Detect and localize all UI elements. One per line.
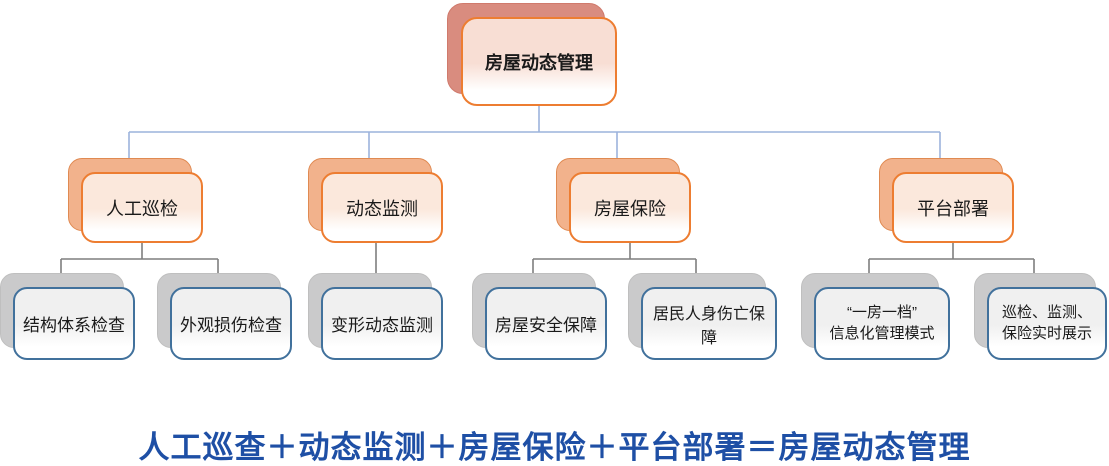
leaf-label: 外观损伤检查	[170, 287, 292, 360]
tier2-connectors	[60, 243, 1035, 274]
branch-label: 房屋保险	[569, 172, 691, 243]
leaf-label: 巡检、监测、 保险实时展示	[987, 287, 1107, 360]
leaf-structural-system-check: 结构体系检查	[0, 273, 135, 360]
branch-housing-insurance: 房屋保险	[556, 158, 691, 243]
leaf-realtime-display: 巡检、监测、 保险实时展示	[974, 273, 1107, 360]
branch-label: 平台部署	[892, 172, 1014, 243]
branch-label: 动态监测	[321, 172, 443, 243]
leaf-appearance-damage-check: 外观损伤检查	[157, 273, 292, 360]
branch-platform-deployment: 平台部署	[879, 158, 1014, 243]
leaf-resident-injury-guarantee: 居民人身伤亡保障	[628, 273, 777, 360]
branch-label: 人工巡检	[81, 172, 203, 243]
root-node-label: 房屋动态管理	[461, 17, 617, 106]
leaf-label: 结构体系检查	[13, 287, 135, 360]
leaf-deformation-monitoring: 变形动态监测	[308, 273, 443, 360]
branch-manual-inspection: 人工巡检	[68, 158, 203, 243]
summary-formula: 人工巡查＋动态监测＋房屋保险＋平台部署＝房屋动态管理	[138, 430, 971, 465]
leaf-housing-safety-guarantee: 房屋安全保障	[472, 273, 607, 360]
leaf-one-house-one-file: “一房一档” 信息化管理模式	[801, 273, 950, 360]
leaf-label: 变形动态监测	[321, 287, 443, 360]
leaf-label: 房屋安全保障	[485, 287, 607, 360]
leaf-label: “一房一档” 信息化管理模式	[814, 287, 950, 360]
tier1-connectors	[128, 106, 941, 159]
branch-dynamic-monitoring: 动态监测	[308, 158, 443, 243]
root-node: 房屋动态管理	[447, 3, 617, 106]
leaf-label: 居民人身伤亡保障	[641, 287, 777, 360]
